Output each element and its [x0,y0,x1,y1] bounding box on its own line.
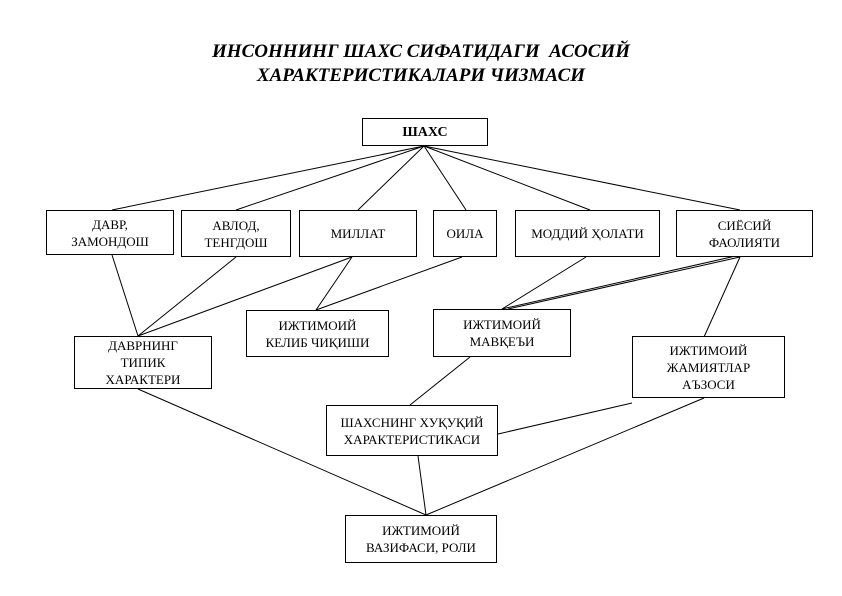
node-label: ОИЛА [446,226,484,241]
edge-oila-kelib [315,256,463,311]
node-label: ТИПИК [120,355,166,370]
edge-shakhs-moddiy [423,145,591,211]
node-label: ФАОЛИЯТИ [708,234,781,250]
node-label: ДАВР, [92,216,128,232]
edge-moddiy-mavqe [501,256,587,310]
title-line-2: ХАРАКТЕРИСТИКАЛАРИ ЧИЗМАСИ [256,65,586,86]
node-label: ЗАМОНДОШ [71,233,149,249]
node-label: ДАВРНИНГ [108,338,178,353]
title-line-1: ИНСОННИНГ ШАХС СИФАТИДАГИ АСОСИЙ [212,41,630,62]
node-label: СИЁСИЙ [717,217,772,233]
node-label: ИЖТИМОИЙ [382,523,460,538]
node-label: ШАХС [402,124,448,140]
edge-siyosiy-jamiyat [703,256,741,338]
edge-shakhs-siyosiy [423,145,741,211]
edge-avlod-davrning [137,256,237,337]
node-label: ИЖТИМОИЙ [669,342,748,358]
node-label: ХАРАКТЕРИСТИКАСИ [343,431,481,447]
node-label: МОДДИЙ ҲОЛАТИ [531,226,644,241]
node-shaxsning-huquqiy-xarakteristikasi: ШАХСНИНГ ХУҚУҚИЙ ХАРАКТЕРИСТИКАСИ [326,405,498,456]
node-davr-zamondosh: ДАВР, ЗАМОНДОШ [46,210,174,255]
edge-shakhs-oila [423,145,467,211]
node-label: МИЛЛАТ [330,226,386,241]
edge-jamiyat-huquqiy [497,402,633,435]
diagram-title: ИНСОННИНГ ШАХС СИФАТИДАГИ АСОСИЙ ХАРАКТЕ… [0,40,842,88]
node-label: МАВҚЕЪИ [469,334,535,349]
node-label: ВАЗИФАСИ, РОЛИ [366,540,476,555]
node-label: ИЖТИМОИЙ [463,317,541,332]
node-shakhs: ШАХС [362,118,488,146]
node-avlod-tengdosh: АВЛОД, ТЕНГДОШ [181,210,291,257]
node-label: ИЖТИМОИЙ [278,317,357,333]
node-ijtimoiy-kelib-chiqishi: ИЖТИМОИЙ КЕЛИБ ЧИҚИШИ [246,310,389,357]
edge-siyosiy-mavqe [501,254,741,310]
node-label: АВЛОД, [212,217,260,233]
node-label: ХАРАКТЕРИ [105,372,181,387]
node-oila: ОИЛА [433,210,497,257]
edge-shakhs-avlod [235,145,425,211]
edge-millat-davrning [137,256,353,337]
node-label: ШАХСНИНГ ХУҚУҚИЙ [340,414,484,430]
node-ijtimoiy-jamiyatlar-azosi: ИЖТИМОИЙ ЖАМИЯТЛАР АЪЗОСИ [632,336,785,398]
node-label: ТЕНГДОШ [204,234,268,250]
edge-shakhs-millat [357,145,425,211]
node-label: ЖАМИЯТЛАР [666,359,751,375]
edge-shakhs-davr [111,145,425,211]
edge-davr-davrning [111,254,139,337]
node-siyosiy-faoliyati: СИЁСИЙ ФАОЛИЯТИ [676,210,813,257]
edge-jamiyat-vazifa [425,397,705,516]
edge-siyosiy-mavqe-2 [507,256,741,310]
node-davrning-tipik-xarakteri: ДАВРНИНГ ТИПИК ХАРАКТЕРИ [74,336,212,389]
edge-huquqiy-vazifa [417,455,427,516]
edge-millat-kelib [315,256,353,311]
node-ijtimoiy-vazifasi-roli: ИЖТИМОИЙ ВАЗИФАСИ, РОЛИ [345,515,497,563]
node-label: КЕЛИБ ЧИҚИШИ [265,334,370,350]
node-ijtimoiy-mavqei: ИЖТИМОИЙ МАВҚЕЪИ [433,309,571,357]
node-millat: МИЛЛАТ [299,210,417,257]
node-moddiy-holati: МОДДИЙ ҲОЛАТИ [515,210,660,257]
node-label: АЪЗОСИ [682,376,735,392]
edge-mavqe-huquqiy [409,356,471,406]
edge-davrning-vazifa [137,388,427,516]
